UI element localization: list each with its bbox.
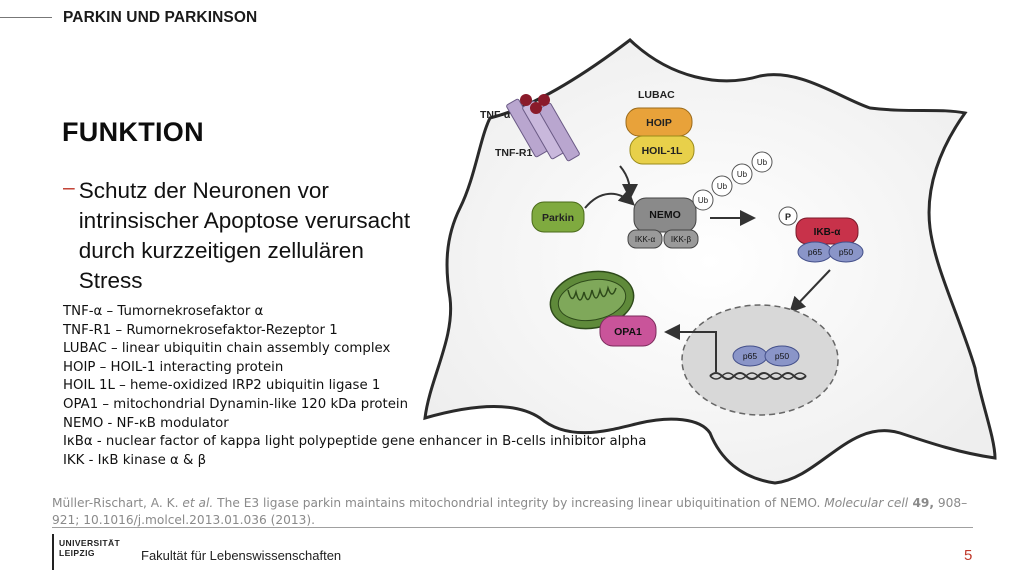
- pathway-diagram: TNF-α TNF-R1 LUBAC HOIP HOIL-1L Parkin N…: [423, 38, 997, 485]
- footer-rule: [52, 527, 973, 528]
- label-nemo: NEMO: [649, 209, 681, 221]
- logo-line-1: UNIVERSITÄT: [59, 538, 121, 548]
- label-opa1: OPA1: [614, 326, 642, 338]
- label-ikk-alpha: IKK-α: [635, 235, 656, 244]
- logo-text: UNIVERSITÄT LEIPZIG: [59, 538, 120, 558]
- arrow-translocation: [789, 269, 831, 313]
- label-p50: p50: [775, 351, 789, 361]
- ubiquitin-chain: Ub Ub Ub Ub: [692, 151, 773, 211]
- arrow-parkin: [584, 188, 635, 209]
- label-ub: Ub: [737, 170, 748, 179]
- parkin-protein: [531, 201, 585, 233]
- label-ub: Ub: [698, 196, 709, 205]
- label-tnf-alpha: TNF-α: [480, 109, 511, 121]
- label-ub: Ub: [717, 182, 728, 191]
- citation-volume: 49,: [908, 496, 935, 510]
- label-parkin: Parkin: [542, 212, 574, 224]
- mitochondrion: [549, 270, 635, 330]
- logo-line-2: LEIPZIG: [59, 548, 95, 558]
- citation-journal: Molecular cell: [824, 496, 909, 510]
- dna-strand: [709, 372, 807, 380]
- header-rule: [0, 17, 52, 18]
- bullet-point: – Schutz der Neuronen vor intrinsischer …: [63, 176, 433, 296]
- slide-title: FUNKTION: [62, 117, 204, 147]
- glossary-item: HOIP – HOIL-1 interacting protein: [63, 359, 284, 375]
- glossary-item: NEMO - NF-κB modulator: [63, 415, 229, 431]
- glossary-item: IKK - IκB kinase α & β: [63, 452, 207, 468]
- bullet-marker: –: [63, 176, 75, 199]
- p50-subunit: [828, 241, 864, 263]
- citation-etal: et al.: [182, 496, 214, 510]
- glossary-item: HOIL 1L – heme-oxidized IRP2 ubiquitin l…: [63, 378, 381, 394]
- hoil-protein: [629, 135, 695, 165]
- nemo-protein: [633, 197, 697, 233]
- citation-authors: Müller-Rischart, A. K.: [52, 496, 183, 510]
- glossary-item: TNF-R1 – Rumornekrosefaktor-Rezeptor 1: [63, 322, 338, 338]
- abbreviation-glossary: TNF-α – Tumornekrosefaktor α TNF-R1 – Ru…: [63, 303, 646, 470]
- p50-subunit-nuclear: [764, 345, 800, 367]
- label-hoip: HOIP: [646, 117, 672, 129]
- glossary-item: TNF-α – Tumornekrosefaktor α: [63, 304, 264, 319]
- opa1-protein: [599, 315, 657, 347]
- ikk-beta-protein: [663, 229, 699, 249]
- glossary-item: IκBα - nuclear factor of kappa light pol…: [63, 434, 647, 450]
- pathway-figure: TNF-α TNF-R1 LUBAC HOIP HOIL-1L Parkin N…: [420, 38, 1000, 498]
- label-ikk-beta: IKK-β: [671, 235, 692, 244]
- phosphate: [778, 206, 798, 226]
- label-p: P: [785, 212, 791, 222]
- label-hoil: HOIL-1L: [642, 145, 683, 157]
- citation: Müller-Rischart, A. K. et al. The E3 lig…: [52, 495, 982, 529]
- tnf-receptor: [506, 94, 580, 162]
- ikb-protein: [795, 217, 859, 245]
- label-p65: p65: [808, 247, 822, 257]
- label-lubac: LUBAC: [638, 89, 675, 101]
- glossary-item: LUBAC – linear ubiquitin chain assembly …: [63, 341, 391, 357]
- label-tnf-r1: TNF-R1: [495, 147, 532, 159]
- label-ikb: IKB-α: [814, 227, 842, 238]
- citation-pages: 908–921; 10.1016/j.molcel.2013.01.036 (2…: [52, 496, 968, 527]
- logo-bar: [52, 534, 54, 570]
- bullet-text: Schutz der Neuronen vor intrinsischer Ap…: [78, 178, 411, 293]
- citation-title: The E3 ligase parkin maintains mitochond…: [213, 496, 825, 510]
- university-logo: UNIVERSITÄT LEIPZIG: [52, 534, 120, 570]
- ikk-alpha-protein: [627, 229, 663, 249]
- label-ub: Ub: [757, 158, 768, 167]
- faculty-name: Fakultät für Lebenswissenschaften: [141, 548, 342, 563]
- label-p65: p65: [743, 351, 757, 361]
- arrow-transcription: [664, 324, 717, 372]
- header-title: PARKIN UND PARKINSON: [63, 9, 258, 26]
- page-number: 5: [964, 547, 973, 564]
- label-p50: p50: [839, 247, 853, 257]
- glossary-item: OPA1 – mitochondrial Dynamin-like 120 kD…: [63, 396, 409, 412]
